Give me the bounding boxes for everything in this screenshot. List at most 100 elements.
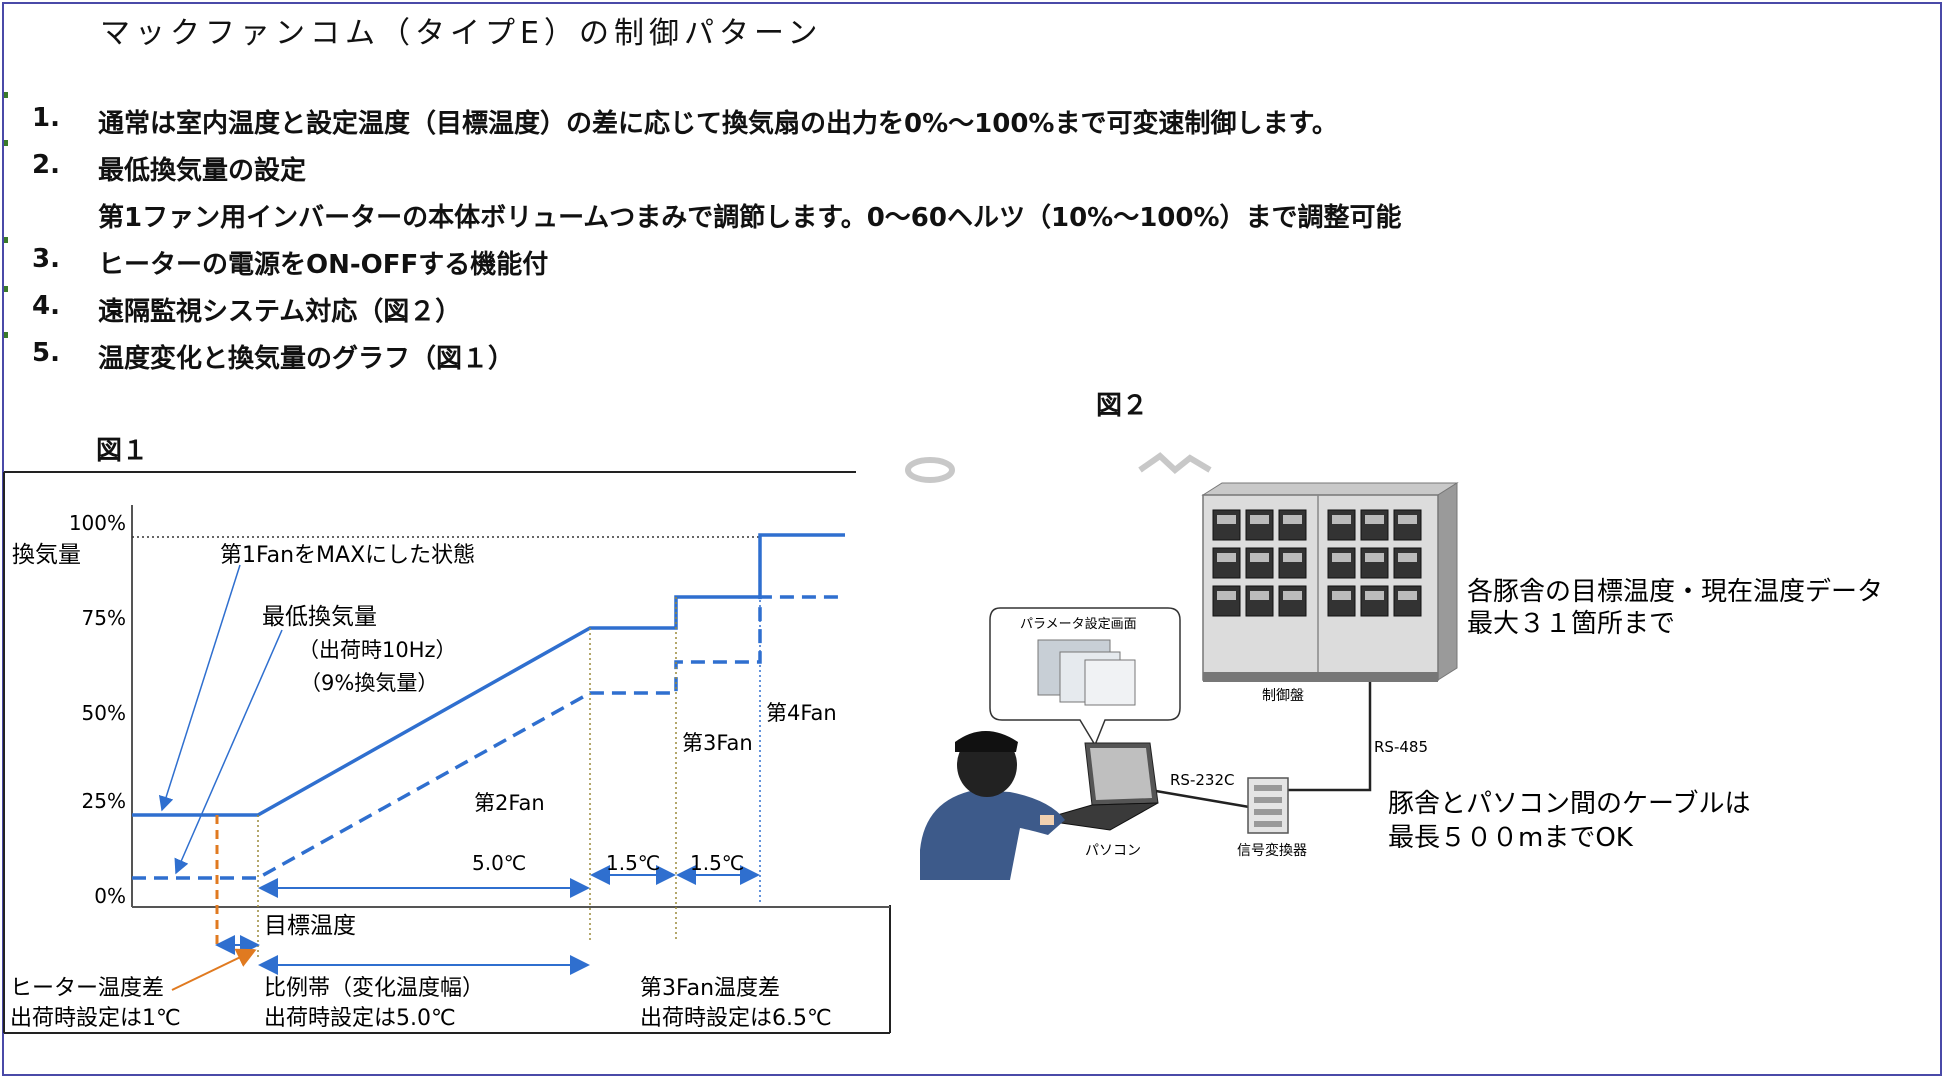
rs485-label: RS-485 [1374,738,1428,756]
list-item-number: 5. [32,338,60,368]
list-item-text: 第1ファン用インバーターの本体ボリュームつまみで調節します。0〜60ヘルツ（10… [98,203,1402,233]
heater-diff-label: ヒーター温度差 [10,976,164,1001]
fan4-label: 第4Fan [766,701,837,725]
panel-display-screen [1332,591,1351,600]
list-item-number: 1. [32,103,60,133]
panel-display-screen [1250,591,1269,600]
list-item-number: 4. [32,291,60,321]
panel-display-cell [1327,547,1356,579]
panel-display-cell [1212,547,1241,579]
note1-line2: 最大３１箇所まで [1467,609,1675,639]
watermark-shape [1138,452,1212,474]
min-vent-ship-label: （出荷時10Hz） [298,638,457,662]
panel-display-screen [1250,515,1269,524]
ytick-label: 100% [69,511,126,535]
min-vent-label: 最低換気量 [262,604,377,630]
max-state-pointer [158,564,241,812]
panel-display-screen [1365,591,1384,600]
panel-display-cell [1393,509,1422,541]
prop-band-label: 比例帯（変化温度幅） [264,976,484,1001]
list-item-number: 3. [32,244,60,274]
prop-ship-label: 出荷時設定は5.0℃ [264,1006,456,1031]
panel-display-screen [1217,591,1236,600]
panel-display-cell [1393,585,1422,617]
panel-display-cell [1360,585,1389,617]
figure1-chart: 100% 75% 50% 25% 0% 換気量 第1FanをMAXにした状態 最… [3,471,891,1034]
ytick-label: 25% [82,789,126,813]
panel-display-cell [1278,585,1307,617]
rs232-cable [1149,788,1256,810]
figure1-label: 図１ [96,436,149,466]
panel-display-cell [1360,547,1389,579]
ytick-label: 50% [82,701,126,725]
screen-caption: パラメータ設定画面 [1020,616,1137,632]
list-item-text: 通常は室内温度と設定温度（目標温度）の差に応じて換気扇の出力を0%〜100%まで… [98,109,1338,139]
figure2-label: 図２ [1096,391,1149,421]
margin-tick [4,286,8,292]
fan2-label: 第2Fan [474,791,545,815]
panel-display-cell [1360,509,1389,541]
fan3-diff-label: 第3Fan温度差 [640,976,780,1001]
ytick-label: 0% [94,884,126,908]
operator-person-icon [920,731,1065,880]
margin-tick [4,140,8,146]
rs232-label: RS-232C [1170,771,1234,789]
list-item-text: 最低換気量の設定 [98,156,307,186]
band-label: 1.5℃ [690,851,744,875]
panel-display-screen [1250,553,1269,562]
panel-display-screen [1332,515,1351,524]
panel-display-cell [1212,509,1241,541]
heater-pointer [171,948,257,991]
note2-line1: 豚舎とパソコン間のケーブルは [1388,789,1750,819]
watermark-shape [905,457,955,483]
max-state-label: 第1FanをMAXにした状態 [220,543,475,568]
panel-display-screen [1217,515,1236,524]
panel-display-cell [1278,547,1307,579]
panel-display-screen [1332,553,1351,562]
y-axis-label: 換気量 [12,542,81,568]
list-item-text: 温度変化と換気量のグラフ（図１） [98,344,515,374]
signal-converter-icon [1247,777,1289,834]
panel-display-screen [1283,591,1302,600]
fan3-label: 第3Fan [682,731,753,755]
target-temp-label: 目標温度 [264,913,356,939]
margin-tick [4,92,8,98]
page-title: マックファンコム（タイプE）の制御パターン [100,16,823,51]
heater-ship-label: 出荷時設定は1℃ [10,1006,181,1031]
panel-display-screen [1283,515,1302,524]
note1-line1: 各豚舎の目標温度・現在温度データ [1467,577,1883,607]
series-solid-line [132,533,845,817]
panel-display-cell [1212,585,1241,617]
min-vent-pct-label: （9%換気量） [300,671,438,695]
converter-caption: 信号変換器 [1237,842,1307,859]
panel-display-cell [1245,509,1274,541]
margin-tick [4,237,8,243]
panel-display-cell [1327,509,1356,541]
note2-line2: 最長５００mまでOK [1388,823,1634,853]
band-label: 5.0℃ [472,851,526,875]
figure2-diagram: RS-485 RS-232C 制御盤 信号変換器 パラメータ設定画 [905,452,1883,880]
min-vent-pointer [174,629,283,875]
panel-display-cell [1278,509,1307,541]
list-item-number: 2. [32,150,60,180]
fan3-ship-label: 出荷時設定は6.5℃ [640,1006,832,1031]
panel-display-screen [1283,553,1302,562]
panel-display-cell [1245,585,1274,617]
band-label: 1.5℃ [606,851,660,875]
list-item-text: ヒーターの電源をON-OFFする機能付 [98,250,549,280]
panel-display-screen [1365,515,1384,524]
margin-tick [4,332,8,338]
panel-caption: 制御盤 [1262,688,1304,704]
panel-display-screen [1365,553,1384,562]
panel-display-cell [1393,547,1422,579]
panel-display-cell [1245,547,1274,579]
pc-caption: パソコン [1085,843,1141,859]
panel-display-screen [1398,553,1417,562]
list-item-text: 遠隔監視システム対応（図２） [98,297,462,327]
panel-display-screen [1217,553,1236,562]
laptop-icon [1039,742,1159,831]
panel-display-cell [1327,585,1356,617]
rs485-cable [1285,672,1372,792]
ytick-label: 75% [82,606,126,630]
